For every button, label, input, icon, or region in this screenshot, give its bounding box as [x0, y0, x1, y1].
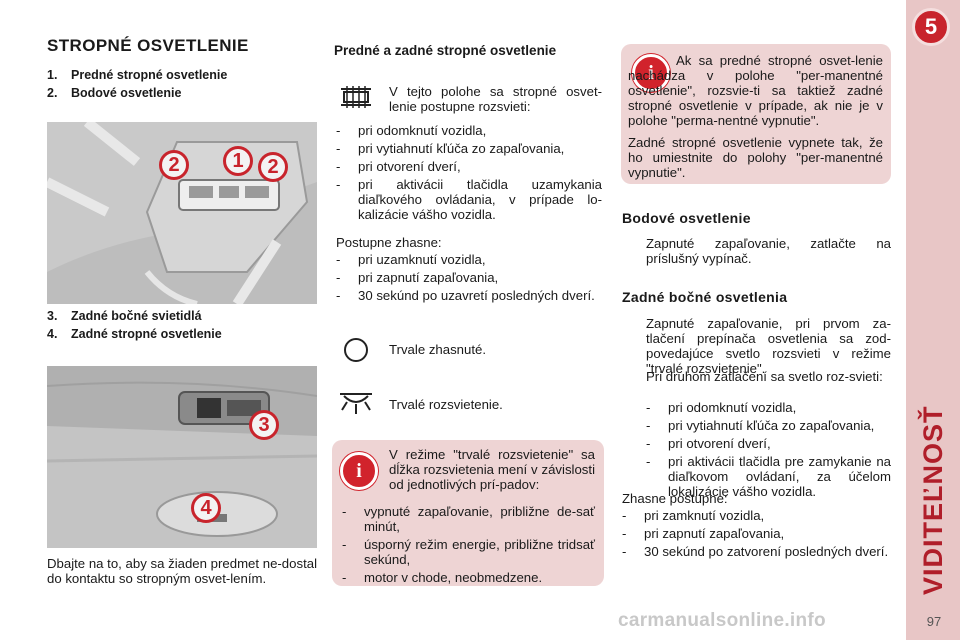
- page-number: 97: [926, 614, 942, 629]
- list-item: pri odomknutí vozidla,: [646, 400, 891, 415]
- callout-3: 3: [249, 410, 279, 440]
- list-item: pri uzamknutí vozidla,: [336, 252, 602, 267]
- callout-1: 1: [223, 146, 253, 176]
- callout-2: 2: [258, 152, 288, 182]
- footer-note: Dbajte na to, aby sa žiaden predmet ne-d…: [47, 556, 317, 586]
- lights-off-intro: Postupne zhasne:: [336, 235, 442, 250]
- list-item: pri aktivácii tlačidla uzamykania diaľko…: [336, 177, 602, 222]
- chapter-number-badge: 5: [912, 8, 950, 46]
- list-item: vypnuté zapaľovanie, približne de-sať mi…: [342, 504, 595, 534]
- info-icon: i: [632, 54, 670, 92]
- info-box-rear-light-para1: Ak sa predné stropné osvet-lenie nachádz…: [628, 53, 883, 128]
- rear-lights-photo: 3 4: [47, 366, 317, 548]
- spot-text: Zapnuté zapaľovanie, zatlačte na prísluš…: [646, 236, 891, 266]
- legend-item: 2.Bodové osvetlenie: [47, 86, 182, 100]
- info-box-duration-text: V režime "trvalé rozsvietenie" sa dĺžka …: [389, 447, 595, 492]
- list-item: pri zamknutí vozidla,: [622, 508, 891, 523]
- info-box-rear-light-para2: Zadné stropné osvetlenie vypnete tak, že…: [628, 135, 883, 180]
- rear-off-list: pri zamknutí vozidla, pri zapnutí zapaľo…: [622, 508, 891, 562]
- rear-lights-illustration: [47, 366, 317, 548]
- list-item: pri otvorení dverí,: [646, 436, 891, 451]
- callout-4: 4: [191, 493, 221, 523]
- front-rear-heading: Predné a zadné stropné osvetlenie: [334, 43, 557, 58]
- chapter-sidebar: [906, 0, 960, 640]
- list-item: pri zapnutí zapaľovania,: [336, 270, 602, 285]
- off-mode-text: Trvale zhasnuté.: [389, 342, 486, 357]
- on-mode-text: Trvalé rozsvietenie.: [389, 397, 503, 412]
- light-off-icon: [344, 338, 368, 362]
- list-item: pri otvorení dverí,: [336, 159, 602, 174]
- door-mode-text: V tejto polohe sa stropné osvet-lenie po…: [389, 84, 602, 114]
- legend-list-bottom: 3.Zadné bočné svietidlá 4.Zadné stropné …: [47, 309, 222, 345]
- rear-on-list: pri odomknutí vozidla, pri vytiahnutí kľ…: [646, 400, 891, 502]
- spot-heading: Bodové osvetlenie: [622, 210, 751, 226]
- legend-item: 1.Predné stropné osvetlenie: [47, 68, 228, 82]
- info-box-duration-list: vypnuté zapaľovanie, približne de-sať mi…: [342, 504, 595, 588]
- info-icon: i: [340, 452, 378, 490]
- list-item: 30 sekúnd po zatvorení posledných dverí.: [622, 544, 891, 559]
- rear-heading: Zadné bočné osvetlenia: [622, 289, 788, 305]
- list-item: motor v chode, neobmedzene.: [342, 570, 595, 585]
- list-item: pri vytiahnutí kľúča zo zapaľovania,: [646, 418, 891, 433]
- list-item: pri aktivácii tlačidla pre zamykanie na …: [646, 454, 891, 499]
- list-item: úsporný režim energie, približne tridsať…: [342, 537, 595, 567]
- door-mode-icon: [341, 86, 371, 108]
- lights-off-list: pri uzamknutí vozidla, pri zapnutí zapaľ…: [336, 252, 602, 306]
- list-item: pri vytiahnutí kľúča zo zapaľovania,: [336, 141, 602, 156]
- rear-off-intro: Zhasne postupne:: [622, 491, 728, 506]
- watermark: carmanualsonline.info: [618, 610, 826, 631]
- light-on-icon: [340, 393, 372, 414]
- chapter-title: VIDITEĽNOSŤ: [918, 405, 948, 595]
- legend-list-top: 1.Predné stropné osvetlenie 2.Bodové osv…: [47, 68, 227, 104]
- list-item: pri zapnutí zapaľovania,: [622, 526, 891, 541]
- ceiling-light-photo: 2 1 2: [47, 122, 317, 304]
- rear-bullet-2: Pri druhom zatlačení sa svetlo roz-sviet…: [646, 369, 883, 384]
- lights-on-list: pri odomknutí vozidla, pri vytiahnutí kľ…: [336, 123, 602, 225]
- section-title: STROPNÉ OSVETLENIE: [47, 36, 249, 55]
- ceiling-light-illustration: [47, 122, 317, 304]
- legend-item: 3.Zadné bočné svietidlá: [47, 309, 202, 323]
- list-item: 30 sekúnd po uzavretí posledných dverí.: [336, 288, 602, 303]
- list-item: pri odomknutí vozidla,: [336, 123, 602, 138]
- callout-2: 2: [159, 150, 189, 180]
- legend-item: 4.Zadné stropné osvetlenie: [47, 327, 222, 341]
- rear-bullet-1: Zapnuté zapaľovanie, pri prvom za-tlačen…: [646, 316, 891, 376]
